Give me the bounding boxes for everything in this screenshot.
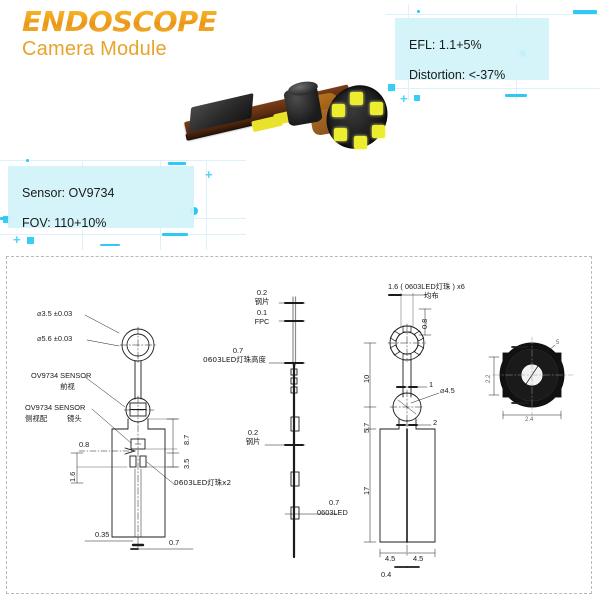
dim-0-1-fpc: 0.1 bbox=[256, 308, 268, 317]
accent-dot bbox=[190, 207, 198, 215]
accent-bar bbox=[162, 233, 188, 236]
dim-4-5-left: 4.5 bbox=[385, 554, 396, 563]
label-led-height: 0603LED灯珠高度 bbox=[203, 355, 266, 364]
led-lamp bbox=[334, 128, 347, 141]
dim-2-body: 2 bbox=[433, 418, 438, 427]
dim-0-2-steel-b: 0.2 bbox=[247, 428, 259, 437]
dim-5-7: 5.7 bbox=[362, 422, 371, 433]
sensor-side-label-line2: 侧视配 bbox=[25, 414, 48, 423]
page-subtitle: Camera Module bbox=[22, 38, 167, 60]
accent-square bbox=[388, 84, 395, 91]
dim-dia-4-5: ⌀4.5 bbox=[440, 386, 455, 395]
accent-bar bbox=[100, 244, 120, 246]
distortion-line: Distortion: <-37% bbox=[409, 68, 506, 82]
led-lamp bbox=[372, 125, 385, 138]
optics-spec-callout: EFL: 1.1+5% Distortion: <-37% bbox=[395, 18, 549, 82]
accent-plus: + bbox=[205, 167, 213, 182]
dim-8-7: 8.7 bbox=[182, 434, 191, 445]
technical-drawing-panel: ⌀3.5 ±0.03 ⌀5.6 ±0.03 OV9734 SENSOR 前视 O… bbox=[6, 256, 592, 594]
dim-lens-note: 5 bbox=[556, 340, 560, 346]
led-lamp bbox=[350, 92, 363, 105]
label-fpc: FPC bbox=[254, 317, 270, 326]
page-title: ENDOSCOPE bbox=[22, 5, 217, 38]
dim-1-neck: 1 bbox=[429, 380, 434, 389]
led-lamp bbox=[332, 104, 345, 117]
dim-0-8-ring: 0.8 bbox=[420, 318, 429, 329]
dim-1-6: 1.6 bbox=[68, 471, 77, 482]
sensor-line: Sensor: OV9734 bbox=[22, 186, 115, 200]
sensor-front-label-line1: OV9734 SENSOR bbox=[31, 371, 92, 380]
technical-drawings-svg bbox=[70, 292, 574, 568]
dim-0-7-left: 0.7 bbox=[169, 538, 180, 547]
led-lamp bbox=[370, 102, 383, 115]
accent-square bbox=[414, 95, 420, 101]
hero-banner: + + + ENDOSCOPE Camera Module bbox=[0, 0, 600, 250]
led-note-x2: 0603LED灯珠x2 bbox=[174, 478, 232, 487]
dim-0-7-led-height: 0.7 bbox=[232, 346, 244, 355]
label-steel-a: 钢片 bbox=[254, 297, 270, 306]
dim-3-5: 3.5 bbox=[182, 458, 191, 469]
dim-0-8: 0.8 bbox=[79, 440, 90, 449]
led-ring-note: 1.6 ( 0603LED灯珠 ) x6 bbox=[388, 282, 465, 291]
accent-dot bbox=[417, 10, 420, 13]
sensor-front-label-line2: 前视 bbox=[60, 382, 75, 391]
accent-plus: + bbox=[13, 232, 21, 247]
dim-0-2-steel-a: 0.2 bbox=[256, 288, 268, 297]
sensor-side-label-line1: OV9734 SENSOR bbox=[25, 403, 86, 412]
product-photo bbox=[178, 70, 408, 180]
sensor-side-label-line3: 镜头 bbox=[67, 414, 82, 423]
dim-outer-diameter: ⌀5.6 ±0.03 bbox=[37, 334, 73, 343]
dim-10: 10 bbox=[362, 374, 371, 383]
dim-lens-height: 2.2 bbox=[486, 374, 492, 383]
accent-dot bbox=[26, 159, 29, 162]
sensor-spec-callout: Sensor: OV9734 FOV: 110+10% bbox=[8, 166, 194, 230]
accent-square bbox=[27, 237, 34, 244]
dim-4-5-right: 4.5 bbox=[413, 554, 424, 563]
brand-lockup: ENDOSCOPE Camera Module bbox=[22, 8, 217, 61]
label-steel-b: 钢片 bbox=[245, 437, 261, 446]
label-led-0603-b: 0603LED bbox=[317, 508, 348, 517]
led-lamp bbox=[354, 136, 367, 149]
dim-0-7-led-b: 0.7 bbox=[329, 498, 340, 507]
dim-lens-width: 2.4 bbox=[525, 417, 534, 423]
efl-line: EFL: 1.1+5% bbox=[409, 38, 482, 52]
dim-0-4: 0.4 bbox=[381, 570, 392, 579]
dim-17: 17 bbox=[362, 486, 371, 495]
led-ring-note-2: 均布 bbox=[424, 291, 439, 300]
accent-bar bbox=[168, 162, 186, 165]
accent-bar bbox=[573, 10, 597, 14]
dim-inner-diameter: ⌀3.5 ±0.03 bbox=[37, 309, 73, 318]
fov-line: FOV: 110+10% bbox=[22, 216, 107, 230]
accent-bar bbox=[0, 217, 8, 220]
accent-plus: + bbox=[400, 91, 408, 106]
accent-bar bbox=[505, 94, 527, 97]
dim-0-35: 0.35 bbox=[95, 530, 110, 539]
